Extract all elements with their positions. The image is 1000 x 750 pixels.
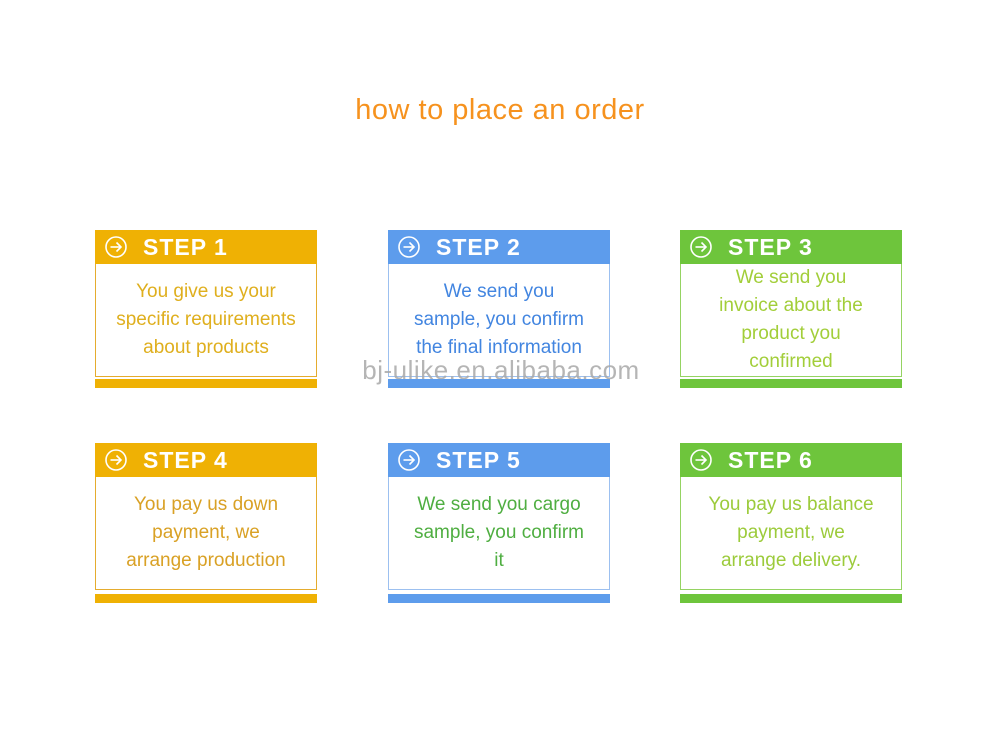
step-3-header: STEP 3 <box>680 230 902 264</box>
step-5-footer-bar <box>388 594 610 603</box>
arrow-circle-icon <box>104 235 128 259</box>
page-title: how to place an order <box>355 94 645 126</box>
step-4-header: STEP 4 <box>95 443 317 477</box>
arrow-circle-icon <box>397 448 421 472</box>
step-card-4: STEP 4 You pay us down payment, we arran… <box>95 443 317 603</box>
step-5-header: STEP 5 <box>388 443 610 477</box>
step-5-label: STEP 5 <box>436 446 521 473</box>
step-6-header: STEP 6 <box>680 443 902 477</box>
step-3-description: We send you invoice about the product yo… <box>680 264 902 377</box>
step-2-label: STEP 2 <box>436 233 521 260</box>
arrow-circle-icon <box>689 235 713 259</box>
step-2-description: We send you sample, you confirm the fina… <box>388 264 610 377</box>
step-1-footer-bar <box>95 379 317 388</box>
step-2-footer-bar <box>388 379 610 388</box>
step-card-3: STEP 3 We send you invoice about the pro… <box>680 230 902 388</box>
step-1-label: STEP 1 <box>143 233 228 260</box>
step-card-1: STEP 1 You give us your specific require… <box>95 230 317 388</box>
arrow-circle-icon <box>104 448 128 472</box>
step-1-header: STEP 1 <box>95 230 317 264</box>
step-6-label: STEP 6 <box>728 446 813 473</box>
arrow-circle-icon <box>689 448 713 472</box>
step-1-description: You give us your specific requirements a… <box>95 264 317 377</box>
step-6-footer-bar <box>680 594 902 603</box>
step-6-description: You pay us balance payment, we arrange d… <box>680 477 902 590</box>
arrow-circle-icon <box>397 235 421 259</box>
step-card-2: STEP 2 We send you sample, you confirm t… <box>388 230 610 388</box>
step-4-description: You pay us down payment, we arrange prod… <box>95 477 317 590</box>
step-4-label: STEP 4 <box>143 446 228 473</box>
step-card-6: STEP 6 You pay us balance payment, we ar… <box>680 443 902 603</box>
step-4-footer-bar <box>95 594 317 603</box>
step-5-description: We send you cargo sample, you confirm it <box>388 477 610 590</box>
step-card-5: STEP 5 We send you cargo sample, you con… <box>388 443 610 603</box>
step-3-footer-bar <box>680 379 902 388</box>
step-2-header: STEP 2 <box>388 230 610 264</box>
step-3-label: STEP 3 <box>728 233 813 260</box>
